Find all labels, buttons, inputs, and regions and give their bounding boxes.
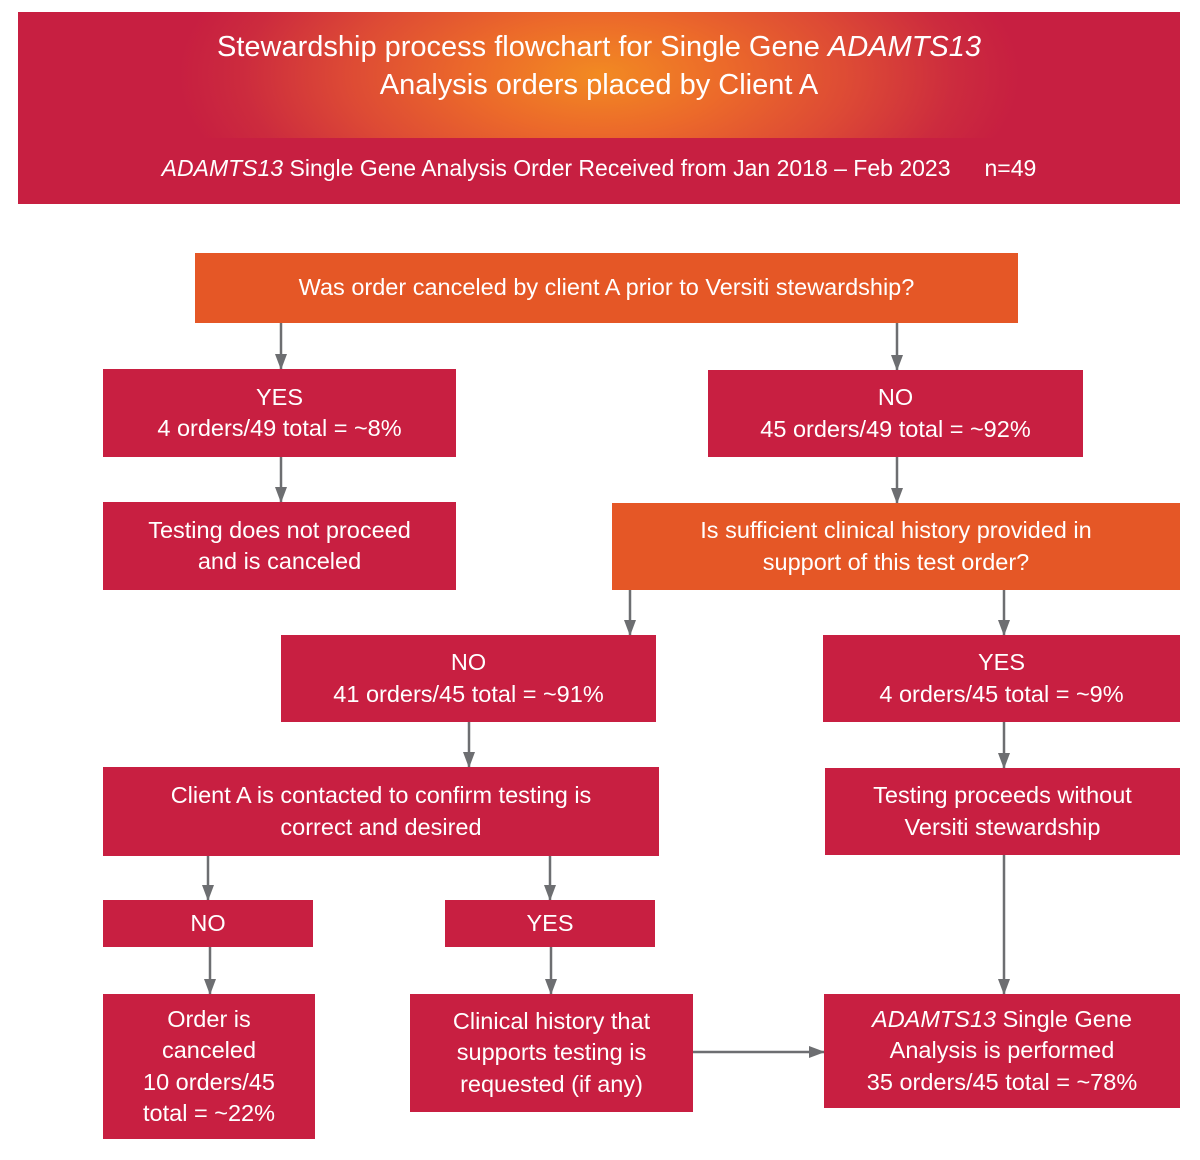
outcome-q1-yes: YES 4 orders/49 total = ~8% <box>103 369 456 457</box>
decision-canceled-prior: Was order canceled by client A prior to … <box>195 253 1018 323</box>
outcome-q1-no: NO 45 orders/49 total = ~92% <box>708 370 1083 457</box>
flowchart-subtitle: ADAMTS13 Single Gene Analysis Order Rece… <box>161 155 1037 181</box>
client-contacted: Client A is contacted to confirm testing… <box>103 767 659 856</box>
order-stat: 45 orders/49 total = ~92% <box>760 415 1031 442</box>
order-stat: 10 orders/45 <box>143 1068 275 1095</box>
gene-name: ADAMTS13 <box>827 31 982 63</box>
outcome-contact-yes: YES <box>445 900 655 947</box>
answer-label: YES <box>526 909 574 936</box>
gene-name: ADAMTS13 <box>161 155 284 181</box>
order-stat: total = ~22% <box>143 1100 275 1126</box>
answer-label: NO <box>450 649 487 675</box>
flowchart-title: Stewardship process flowchart for Single… <box>18 28 1180 104</box>
title-line-1: Stewardship process flowchart for Single… <box>216 31 982 63</box>
order-stat: 35 orders/45 total = ~78% <box>866 1068 1138 1095</box>
outcome-contact-no: NO <box>103 900 313 947</box>
answer-label: YES <box>977 649 1025 675</box>
decision-clinical-history: Is sufficient clinical history provided … <box>612 503 1180 590</box>
gene-name: ADAMTS13 <box>872 1005 997 1032</box>
answer-label: NO <box>190 909 226 936</box>
answer-label: NO <box>877 384 914 410</box>
banner-gradient <box>18 12 1180 138</box>
title-banner: Stewardship process flowchart for Single… <box>18 12 1180 204</box>
order-stat: 4 orders/49 total = ~8% <box>157 415 402 441</box>
title-line-2: Analysis orders placed by Client A <box>379 69 819 101</box>
outcome-q2-no: NO 41 orders/45 total = ~91% <box>281 635 656 722</box>
outcome-q2-yes: YES 4 orders/45 total = ~9% <box>823 635 1180 722</box>
sample-size: n=49 <box>984 155 1037 181</box>
order-stat: 4 orders/45 total = ~9% <box>879 680 1124 707</box>
answer-label: YES <box>255 383 303 410</box>
order-stat: 41 orders/45 total = ~91% <box>333 680 604 707</box>
